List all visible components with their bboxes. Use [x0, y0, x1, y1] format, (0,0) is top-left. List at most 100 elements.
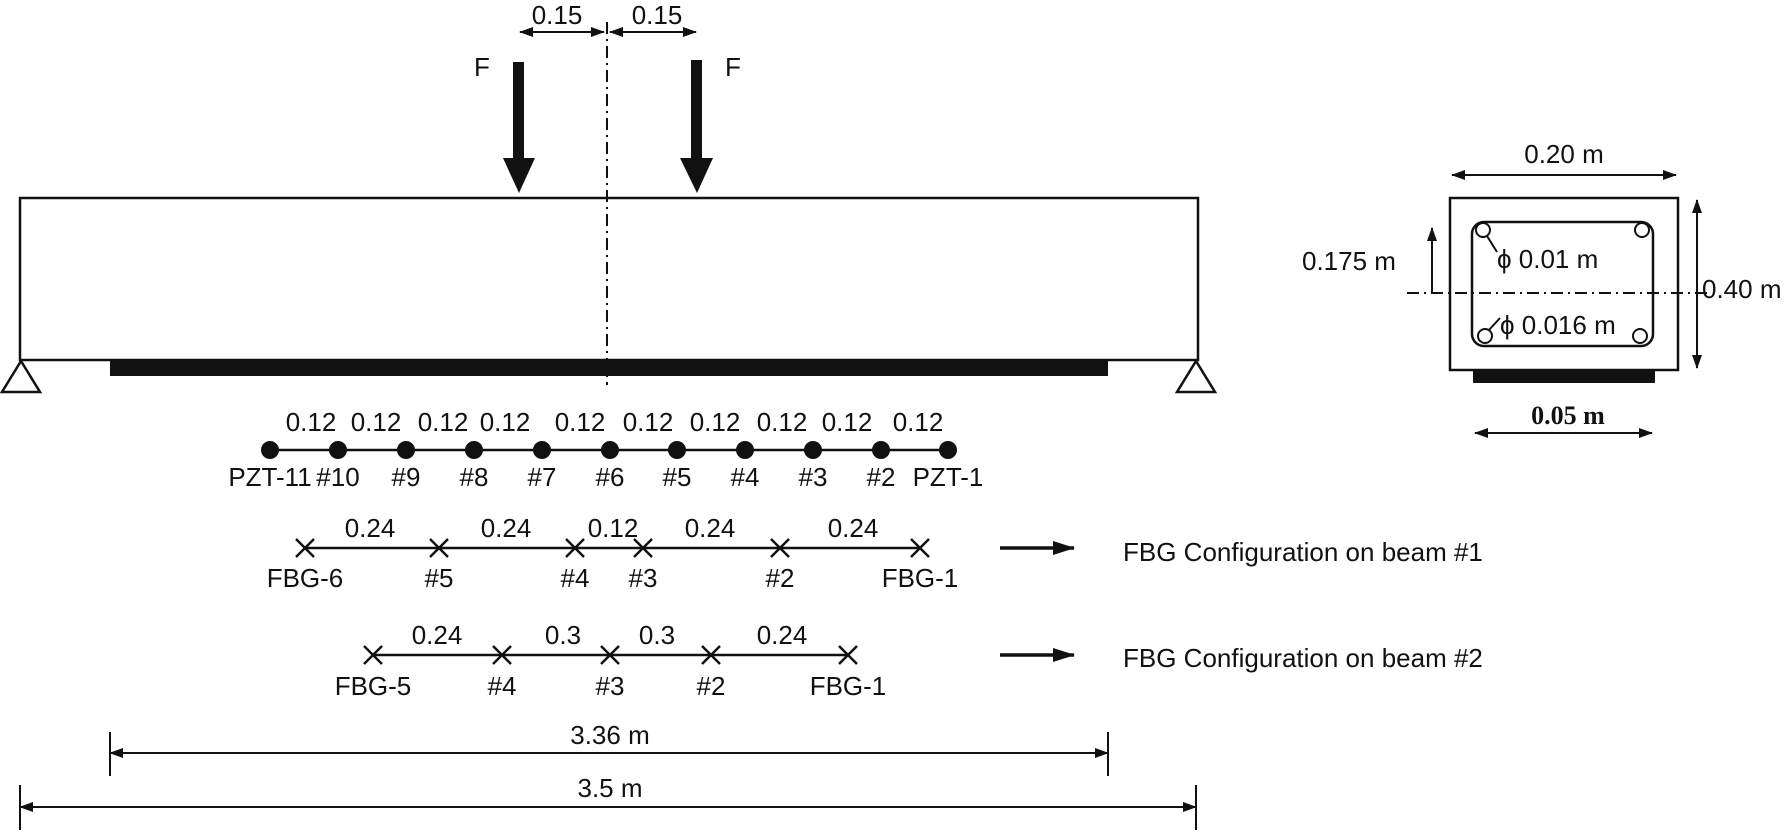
fbg-sensor-cross-icon [838, 645, 858, 665]
pzt-spacing-label: 0.12 [418, 407, 469, 437]
section-height-label: 0.40 m [1702, 274, 1782, 304]
pzt-sensor-label: #7 [528, 462, 557, 492]
fbg-sensor-cross-icon [295, 538, 315, 558]
pzt-sensor-labels: PZT-11#10 #9 #8 #7 #6 #5 #4 #3 #2 PZT-1 [228, 462, 983, 492]
fbg2-caption: FBG Configuration on beam #2 [1123, 643, 1483, 673]
pzt-sensor-dot [736, 441, 754, 459]
pzt-sensor-dot [261, 441, 279, 459]
pzt-sensor-dot [939, 441, 957, 459]
pzt-sensor-label: #3 [799, 462, 828, 492]
bottom-left-rebar [1477, 328, 1493, 344]
fbg2-sensors [363, 645, 858, 665]
left-load-arrow-shaft [513, 62, 524, 160]
section-frp-plate [1473, 370, 1655, 383]
fbg2-spacing-labels: 0.24 0.3 0.3 0.24 [412, 620, 808, 650]
fbg-sensor-cross-icon [701, 645, 721, 665]
pzt-sensor-label: #5 [663, 462, 692, 492]
pzt-spacing-label: 0.12 [623, 407, 674, 437]
pzt-sensor-label: #8 [460, 462, 489, 492]
section-width-label: 0.20 m [1524, 139, 1604, 169]
beam-body [18, 196, 1200, 362]
fbg-spacing-label: 0.3 [545, 620, 581, 650]
pzt-sensor-dot [329, 441, 347, 459]
top-bar-leader [1486, 235, 1498, 253]
fbg1-sensors [295, 538, 930, 558]
fbg-sensor-label: #3 [596, 671, 625, 701]
pzt-sensor-dot [872, 441, 890, 459]
pzt-sensor-dot [465, 441, 483, 459]
pzt-spacing-label: 0.12 [893, 407, 944, 437]
fbg-spacing-label: 0.24 [481, 513, 532, 543]
fbg-sensor-cross-icon [770, 538, 790, 558]
pzt-sensor-label: #4 [731, 462, 760, 492]
right-offset-label: 0.15 [632, 0, 683, 30]
right-load-arrow-shaft [691, 60, 702, 160]
pzt-sensor-label: #2 [867, 462, 896, 492]
fbg-sensor-cross-icon [565, 538, 585, 558]
fbg-spacing-label: 0.24 [685, 513, 736, 543]
beam-length-label: 3.5 m [577, 773, 642, 803]
pzt-spacing-label: 0.12 [757, 407, 808, 437]
pzt-sensor-label: #9 [392, 462, 421, 492]
bottom-bar-label: ϕ 0.016 m [1500, 310, 1616, 340]
pzt-sensor-dot [601, 441, 619, 459]
fbg1-caption: FBG Configuration on beam #1 [1123, 537, 1483, 567]
frp-plate [110, 360, 1108, 376]
bottom-right-rebar [1632, 328, 1648, 344]
fbg-spacing-label: 0.24 [828, 513, 879, 543]
fbg-sensor-cross-icon [633, 538, 653, 558]
pzt-spacing-label: 0.12 [351, 407, 402, 437]
right-support-icon [1174, 358, 1218, 394]
pzt-spacing-label: 0.12 [480, 407, 531, 437]
fbg-sensor-cross-icon [600, 645, 620, 665]
fbg-sensor-label: FBG-5 [335, 671, 412, 701]
pzt-spacing-label: 0.12 [822, 407, 873, 437]
pzt-sensor-label: PZT-11 [228, 462, 311, 492]
pzt-spacing-label: 0.12 [286, 407, 337, 437]
fbg-sensor-cross-icon [363, 645, 383, 665]
fbg-spacing-label: 0.3 [639, 620, 675, 650]
plate-length-label: 3.36 m [570, 720, 650, 750]
right-force-label: F [725, 52, 741, 82]
fbg-spacing-label: 0.24 [757, 620, 808, 650]
top-bar-label: ϕ 0.01 m [1497, 244, 1598, 274]
left-force-label: F [474, 52, 490, 82]
fbg-sensor-cross-icon [492, 645, 512, 665]
pzt-sensor-label: #10 [316, 462, 359, 492]
pzt-sensors [261, 441, 957, 459]
top-right-rebar [1634, 222, 1650, 238]
pzt-sensor-dot [397, 441, 415, 459]
pzt-sensor-label: PZT-1 [913, 462, 984, 492]
pzt-sensor-label: #6 [596, 462, 625, 492]
stirrup [1470, 220, 1655, 348]
pzt-spacing-labels: 0.12 0.12 0.12 0.12 0.12 0.12 0.12 0.12 0.12 0.12 [286, 407, 944, 437]
fbg-sensor-cross-icon [910, 538, 930, 558]
pzt-spacing-label: 0.12 [690, 407, 741, 437]
top-left-rebar [1475, 222, 1491, 238]
bottom-bar-leader [1488, 317, 1501, 331]
fbg-sensor-label: #5 [425, 563, 454, 593]
fbg-sensor-label: #2 [766, 563, 795, 593]
fbg-spacing-label: 0.24 [412, 620, 463, 650]
pzt-sensor-dot [804, 441, 822, 459]
right-load-arrowhead-icon [680, 158, 713, 193]
fbg-sensor-label: #2 [697, 671, 726, 701]
fbg-sensor-label: #3 [629, 563, 658, 593]
fbg-sensor-cross-icon [429, 538, 449, 558]
fbg-sensor-label: FBG-1 [882, 563, 959, 593]
pzt-spacing-label: 0.12 [555, 407, 606, 437]
fbg-spacing-label: 0.12 [588, 513, 639, 543]
left-offset-label: 0.15 [532, 0, 583, 30]
fbg-sensor-label: #4 [561, 563, 590, 593]
plate-thickness-label: 0.05 m [1531, 401, 1605, 430]
pzt-sensor-dot [668, 441, 686, 459]
fbg-sensor-label: #4 [488, 671, 517, 701]
left-support-icon [0, 358, 43, 394]
neutral-axis-label: 0.175 m [1302, 246, 1396, 276]
left-load-arrowhead-icon [503, 158, 535, 193]
pzt-sensor-dot [533, 441, 551, 459]
